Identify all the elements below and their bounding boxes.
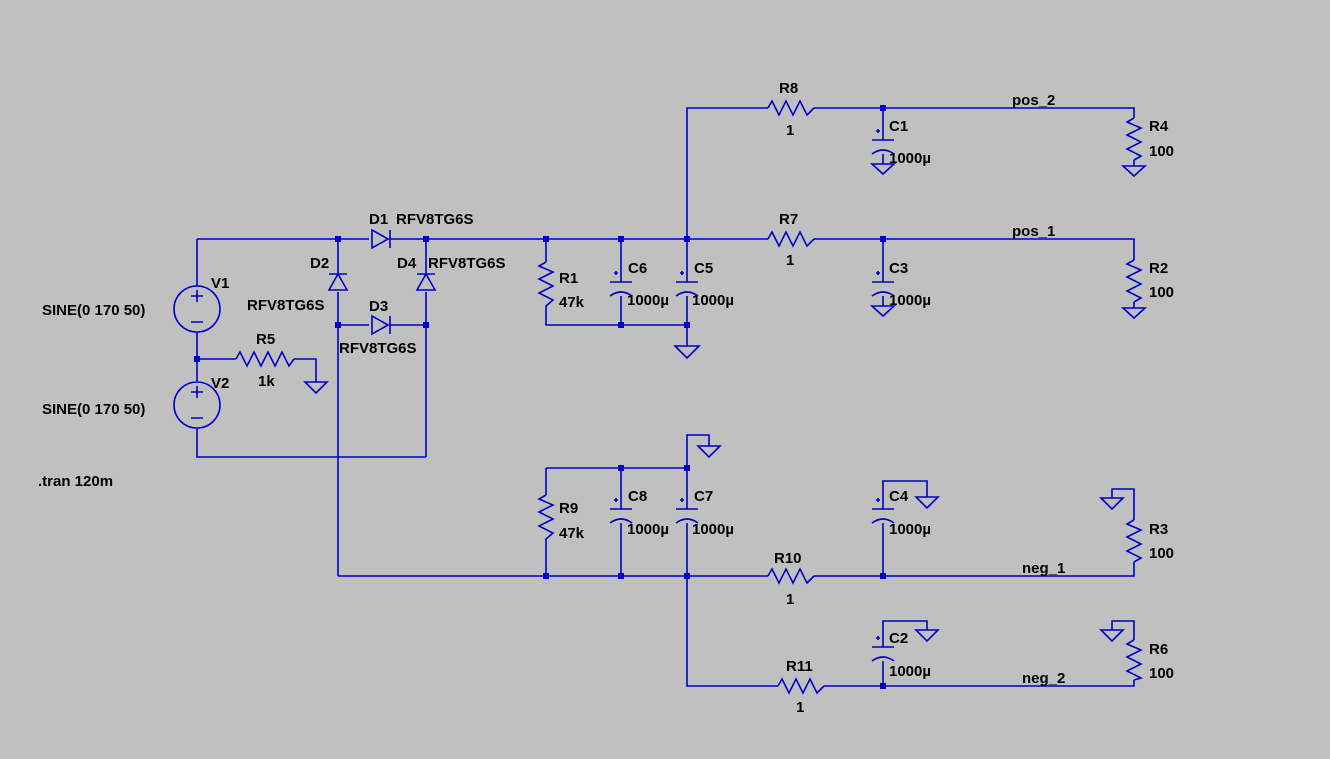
c2-name: C2 bbox=[889, 630, 908, 647]
c8-name: C8 bbox=[628, 488, 647, 505]
resistor-r9[interactable] bbox=[537, 494, 555, 543]
net-pos-2: pos_2 bbox=[1012, 92, 1055, 109]
resistor-r8[interactable] bbox=[767, 99, 815, 117]
c8-value: 1000µ bbox=[627, 521, 669, 538]
resistor-r4[interactable] bbox=[1125, 117, 1143, 161]
r3-value: 100 bbox=[1149, 545, 1174, 562]
voltage-source-v2[interactable] bbox=[173, 381, 221, 429]
r8-value: 1 bbox=[786, 122, 794, 139]
r11-name: R11 bbox=[786, 658, 813, 675]
diode-d1[interactable] bbox=[371, 228, 391, 250]
c4-value: 1000µ bbox=[889, 521, 931, 538]
r1-value: 47k bbox=[559, 294, 585, 311]
c2-value: 1000µ bbox=[889, 663, 931, 680]
r9-value: 47k bbox=[559, 525, 585, 542]
capacitor-c4[interactable] bbox=[871, 498, 895, 524]
r4-name: R4 bbox=[1149, 118, 1169, 135]
net-neg-2: neg_2 bbox=[1022, 670, 1065, 687]
c5-value: 1000µ bbox=[692, 292, 734, 309]
c7-name: C7 bbox=[694, 488, 713, 505]
r6-value: 100 bbox=[1149, 665, 1174, 682]
r5-value: 1k bbox=[258, 373, 275, 390]
c6-value: 1000µ bbox=[627, 292, 669, 309]
resistor-r2[interactable] bbox=[1125, 259, 1143, 303]
capacitor-c8[interactable] bbox=[609, 498, 633, 524]
r10-value: 1 bbox=[786, 591, 794, 608]
resistor-r11[interactable] bbox=[777, 677, 825, 695]
diode-d3[interactable] bbox=[371, 314, 391, 336]
voltage-source-v1[interactable] bbox=[173, 285, 221, 333]
spice-directive: .tran 120m bbox=[38, 473, 113, 490]
capacitor-c1[interactable] bbox=[871, 129, 895, 155]
r7-name: R7 bbox=[779, 211, 798, 228]
diode-d4[interactable] bbox=[415, 272, 437, 291]
c1-name: C1 bbox=[889, 118, 908, 135]
c6-name: C6 bbox=[628, 260, 647, 277]
r1-name: R1 bbox=[559, 270, 578, 287]
r10-name: R10 bbox=[774, 550, 802, 567]
d4-value: RFV8TG6S bbox=[428, 255, 506, 272]
r8-name: R8 bbox=[779, 80, 798, 97]
c4-name: C4 bbox=[889, 488, 909, 505]
r7-value: 1 bbox=[786, 252, 794, 269]
d3-value: RFV8TG6S bbox=[339, 340, 417, 357]
diode-d2[interactable] bbox=[327, 272, 349, 291]
v1-value: SINE(0 170 50) bbox=[42, 302, 145, 319]
c7-value: 1000µ bbox=[692, 521, 734, 538]
r2-value: 100 bbox=[1149, 284, 1174, 301]
capacitor-c6[interactable] bbox=[609, 271, 633, 297]
r9-name: R9 bbox=[559, 500, 578, 517]
r4-value: 100 bbox=[1149, 143, 1174, 160]
capacitor-c5[interactable] bbox=[675, 271, 699, 297]
wires bbox=[196, 107, 1135, 687]
c1-value: 1000µ bbox=[889, 150, 931, 167]
component-labels: V1 SINE(0 170 50) V2 SINE(0 170 50) R5 1… bbox=[38, 80, 1174, 716]
capacitor-c2[interactable] bbox=[871, 636, 895, 662]
resistor-r10[interactable] bbox=[767, 567, 815, 585]
d2-name: D2 bbox=[310, 255, 329, 272]
capacitor-c7[interactable] bbox=[675, 498, 699, 524]
r11-value: 1 bbox=[796, 699, 804, 716]
net-neg-1: neg_1 bbox=[1022, 560, 1065, 577]
resistor-r5[interactable] bbox=[235, 350, 295, 368]
v2-name: V2 bbox=[211, 375, 229, 392]
v2-value: SINE(0 170 50) bbox=[42, 401, 145, 418]
net-pos-1: pos_1 bbox=[1012, 223, 1055, 240]
resistor-r7[interactable] bbox=[767, 230, 815, 248]
d3-name: D3 bbox=[369, 298, 388, 315]
capacitor-c3[interactable] bbox=[871, 271, 895, 297]
c5-name: C5 bbox=[694, 260, 713, 277]
c3-name: C3 bbox=[889, 260, 908, 277]
junctions bbox=[194, 105, 886, 689]
r3-name: R3 bbox=[1149, 521, 1168, 538]
resistor-r3[interactable] bbox=[1125, 519, 1143, 563]
c3-value: 1000µ bbox=[889, 292, 931, 309]
r2-name: R2 bbox=[1149, 260, 1168, 277]
ground-symbols bbox=[303, 163, 1148, 643]
d1-name: D1 bbox=[369, 211, 388, 228]
resistor-r6[interactable] bbox=[1125, 639, 1144, 681]
d1-value: RFV8TG6S bbox=[396, 211, 474, 228]
r5-name: R5 bbox=[256, 331, 275, 348]
d2-value: RFV8TG6S bbox=[247, 297, 325, 314]
d4-name: D4 bbox=[397, 255, 417, 272]
r6-name: R6 bbox=[1149, 641, 1168, 658]
resistor-r1[interactable] bbox=[537, 261, 555, 310]
v1-name: V1 bbox=[211, 275, 229, 292]
